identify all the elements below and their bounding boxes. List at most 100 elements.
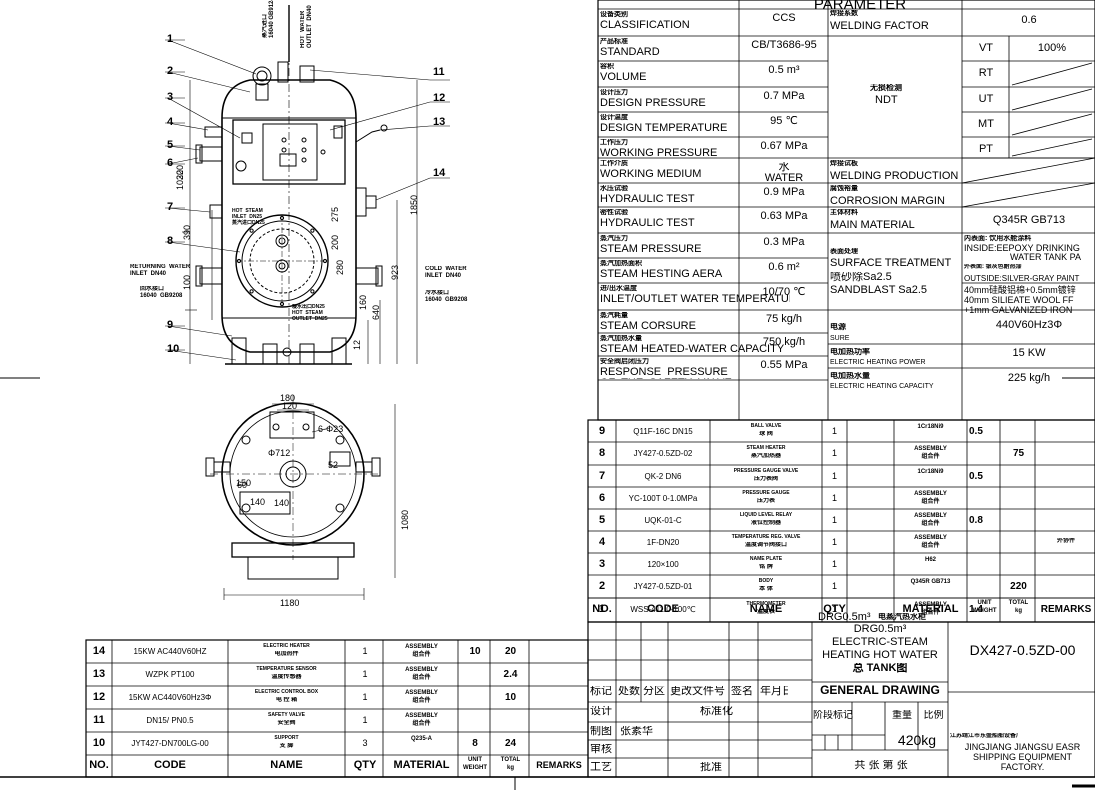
bom-left-header-name: NAME bbox=[270, 760, 303, 771]
bom-left-item-code: JYT427-DN700LG-00 bbox=[131, 739, 209, 748]
balloon-14: 14 bbox=[433, 168, 446, 179]
param-value: 0.55 MPa bbox=[760, 360, 808, 371]
param-value: 0.67 MPa bbox=[760, 141, 808, 152]
signature-label: 张素华 bbox=[620, 726, 653, 737]
bom-item-name-cn: 球 阀 bbox=[759, 431, 773, 437]
bom-item-material: Q345R GB713 bbox=[910, 579, 951, 585]
bom-item-total-weight bbox=[1002, 515, 1035, 527]
revision-column-label: 签名 bbox=[731, 686, 753, 697]
sheet-count: 共 张 第 张 bbox=[854, 760, 908, 771]
dimension-front-11: 200 bbox=[330, 234, 340, 250]
bom-item-unit-weight bbox=[969, 537, 1000, 549]
bom-left-item-name-cn: 温度传感器 bbox=[271, 674, 302, 680]
param-label-en: DESIGN TEMPERATURE bbox=[600, 123, 728, 134]
bom-left-item-name-cn: 支 脚 bbox=[279, 743, 294, 749]
param-label-en: STEAM HESTING AERA bbox=[600, 269, 723, 280]
bom-item-material: ASSEMBLY 组合件 bbox=[914, 513, 947, 527]
dimension-top-10: 140 bbox=[274, 498, 290, 508]
param-value: 95 ℃ bbox=[770, 116, 798, 127]
bom-item-name-en: STEAM HEATER bbox=[746, 445, 786, 451]
param-label-en: STEAM HEATED-WATER CAPACITY bbox=[600, 344, 785, 355]
bom-item-qty: 1 bbox=[831, 426, 837, 436]
power-source-cn: 电源 bbox=[830, 323, 846, 331]
bom-left-item-code: DN15/ PN0.5 bbox=[146, 716, 194, 725]
label-cold-water-cn: 冷水接口 16040 GB9208 bbox=[425, 290, 468, 303]
front-view bbox=[165, 5, 450, 365]
bom-left-item-unit-weight bbox=[460, 669, 490, 681]
bom-left-item-material: ASSEMBLY 组合件 bbox=[405, 667, 438, 681]
bom-left-item-name-en: SAFETY VALVE bbox=[268, 712, 305, 718]
label-steam-inlet-top: 蒸汽进口 16040 GB9124 bbox=[262, 0, 275, 38]
param-label-cn: 工作压力 bbox=[600, 139, 628, 146]
main-material-label: MAIN MATERIAL bbox=[830, 220, 915, 231]
bom-item-no: 1 bbox=[598, 604, 606, 615]
revision-column-label: 年月日 bbox=[760, 686, 788, 697]
param-label-en: STEAM PRESSURE bbox=[600, 244, 702, 255]
bom-item-name-en: PRESSURE GAUGE VALVE bbox=[733, 468, 799, 474]
param-label-cn: 水压试验 bbox=[600, 185, 628, 192]
balloon-1: 1 bbox=[167, 34, 174, 45]
stage-mark-label: 阶段标记 bbox=[813, 710, 853, 721]
insulation-line: 40mm硅酸铝棉+0.5mm镀锌 bbox=[964, 285, 1076, 295]
bom-item-unit-weight bbox=[969, 559, 1000, 571]
bom-left-item-name-cn: 电加热件 bbox=[274, 651, 299, 657]
label-hot-steam-inlet: HOT STEAM INLET DN25 蒸汽进口DN25 bbox=[232, 208, 265, 226]
param-label-cn: 容积 bbox=[600, 63, 614, 70]
signature-label: 标准化 bbox=[700, 706, 733, 717]
bom-item-name-cn: 蒸汽加热器 bbox=[750, 453, 781, 459]
heating-power-label: ELECTRIC HEATING POWER bbox=[830, 359, 926, 365]
param-label-en: HYDRAULIC TEST bbox=[600, 194, 695, 205]
bom-item-no: 3 bbox=[598, 559, 606, 570]
top-view bbox=[205, 395, 396, 600]
ndt-ratio: 100% bbox=[1037, 43, 1067, 54]
bom-left-header-unit-weight: UNIT WEIGHT bbox=[463, 757, 487, 771]
dimension-front-8: 160 bbox=[358, 294, 368, 310]
param-label-en: CLASSIFICATION bbox=[600, 20, 690, 31]
bom-left-item-qty: 1 bbox=[362, 646, 368, 656]
bom-item-qty: 1 bbox=[831, 515, 837, 525]
balloon-10: 10 bbox=[167, 344, 180, 355]
bom-item-no: 9 bbox=[598, 426, 606, 437]
bom-item-code: WSS-411 0-100℃ bbox=[630, 605, 696, 614]
bom-header-qty: QTY bbox=[823, 604, 846, 615]
drawing-no: DRG0.5m³ bbox=[853, 624, 907, 635]
param-value: 水 WATER bbox=[764, 162, 804, 181]
ndt-ratio bbox=[1012, 68, 1092, 82]
main-material-cn: 主体材料 bbox=[830, 209, 858, 216]
bom-item-name-cn: 温度表 bbox=[756, 609, 775, 615]
balloon-3: 3 bbox=[167, 92, 174, 103]
param-label-cn: 蒸汽加热面积 bbox=[600, 260, 642, 267]
bom-left-item-unit-weight bbox=[460, 715, 490, 727]
ndt-ratio bbox=[1012, 144, 1092, 158]
bom-item-qty: 1 bbox=[831, 581, 837, 591]
bom-left-item-qty: 3 bbox=[362, 738, 368, 748]
surface-inside-cn: 内表面: 饮用水舱涂料 bbox=[964, 235, 1032, 242]
param-value: 10/70 ℃ bbox=[762, 287, 806, 298]
corrosion-margin-cn: 腐蚀裕量 bbox=[830, 185, 858, 192]
bom-item-total-weight: 220 bbox=[1010, 581, 1027, 592]
signature-label: 审核 bbox=[590, 744, 612, 755]
dimension-front-3: 390 bbox=[182, 224, 192, 240]
bom-left-item-total-weight bbox=[492, 715, 529, 727]
param-label-cn: 密性试验 bbox=[600, 209, 628, 216]
revision-column-label: 更改文件号 bbox=[670, 686, 725, 697]
balloon-8: 8 bbox=[167, 236, 174, 247]
ndt-label-cn: 无损检测 bbox=[870, 84, 902, 92]
main-material-value: Q345R GB713 bbox=[992, 215, 1066, 226]
bom-left-item-name-en: ELECTRIC CONTROL BOX bbox=[254, 689, 319, 695]
bom-item-material: ASSEMBLY 组合件 bbox=[914, 491, 947, 505]
bom-item-name-en: BODY bbox=[758, 578, 774, 584]
bom-item-qty: 1 bbox=[831, 604, 837, 614]
dimension-top-5: 140 bbox=[250, 497, 266, 507]
param-label-en: HYDRAULIC TEST bbox=[600, 218, 695, 229]
ndt-method: MT bbox=[978, 119, 994, 130]
param-label-cn: 蒸汽耗量 bbox=[600, 312, 628, 319]
bom-item-name-cn: 温度调节阀接口 bbox=[744, 542, 787, 548]
drawing-no-top: DRG0.5m³ bbox=[818, 612, 871, 623]
balloon-9: 9 bbox=[167, 320, 174, 331]
bom-item-material: 1Cr18Ni9 bbox=[917, 424, 944, 430]
param-label-en: RESPONSE PRESSURE OF THE SAFETY VALVE bbox=[600, 367, 732, 379]
bom-left-item-code: 15KW AC440V60HZ bbox=[133, 647, 207, 656]
dimension-top-3: Φ712 bbox=[268, 448, 291, 458]
signature-label: 批准 bbox=[700, 762, 722, 773]
